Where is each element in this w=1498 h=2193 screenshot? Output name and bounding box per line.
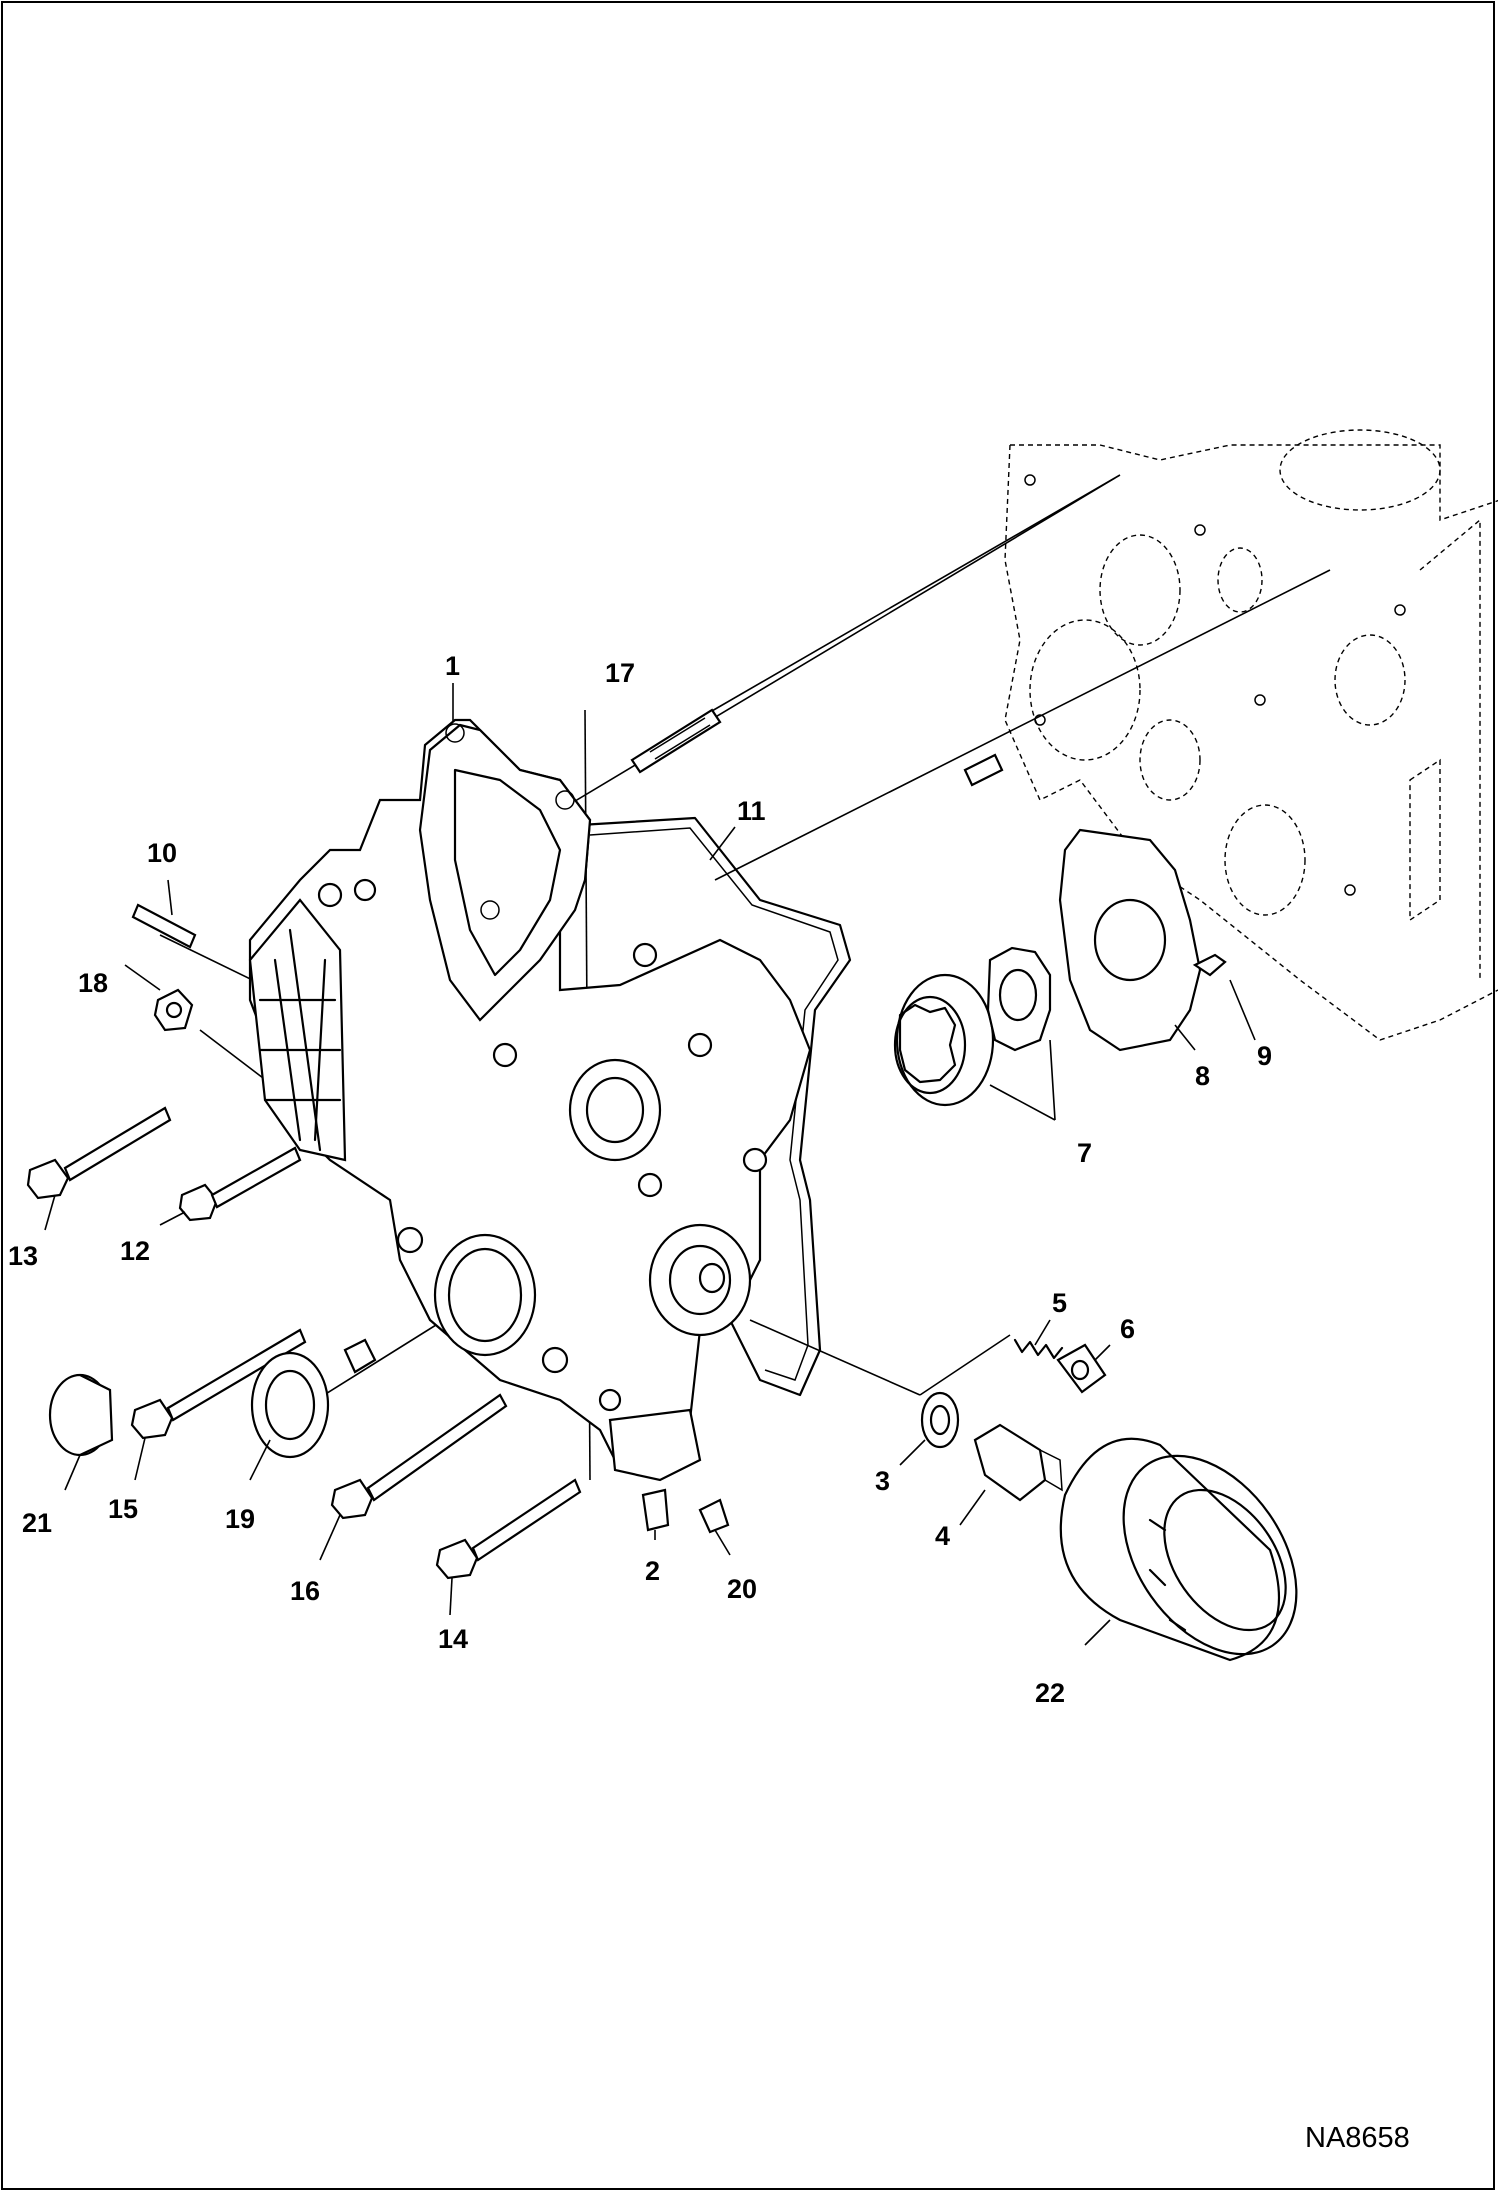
- oil-pump-rotors-7: [893, 946, 1052, 1107]
- callout-13: 13: [8, 1241, 38, 1271]
- callout-8: 8: [1195, 1061, 1210, 1091]
- callout-5: 5: [1052, 1288, 1067, 1318]
- figure-id: NA8658: [1305, 2122, 1410, 2154]
- relief-spring-5: [1013, 1338, 1064, 1360]
- nut-18: [153, 988, 194, 1032]
- callout-12: 12: [120, 1236, 150, 1266]
- front-cover-housing: [248, 718, 812, 1482]
- bolt-14: [435, 1478, 582, 1580]
- callout-10: 10: [147, 838, 177, 868]
- callout-1: 1: [445, 651, 460, 681]
- plug-21: [48, 1373, 114, 1457]
- callout-16: 16: [290, 1576, 320, 1606]
- bolt-small: [343, 1338, 377, 1374]
- callout-14: 14: [438, 1624, 468, 1654]
- stud-10: [131, 903, 197, 949]
- callout-19: 19: [225, 1504, 255, 1534]
- callout-6: 6: [1120, 1314, 1135, 1344]
- oil-filter-22: [1059, 1437, 1298, 1662]
- plug-6: [1056, 1343, 1107, 1394]
- oil-seal-19: [250, 1351, 330, 1459]
- washer-3: [920, 1391, 960, 1449]
- bolt-12: [178, 1146, 302, 1222]
- plug-2: [641, 1488, 670, 1532]
- pump-plate-8: [1058, 828, 1202, 1052]
- callout-2: 2: [645, 1556, 660, 1586]
- bolt-15: [130, 1328, 307, 1440]
- bolt-16: [330, 1393, 508, 1520]
- callout-21: 21: [22, 1508, 52, 1538]
- callout-15: 15: [108, 1494, 138, 1524]
- callout-4: 4: [935, 1521, 950, 1551]
- gasket-11: [578, 816, 852, 1397]
- callout-11: 11: [737, 796, 766, 826]
- callout-leaders: [44, 683, 1256, 1646]
- callout-17: 17: [605, 658, 635, 688]
- callout-20: 20: [727, 1574, 757, 1604]
- callout-9: 9: [1257, 1041, 1272, 1071]
- engine-block: [1004, 429, 1498, 1041]
- fitting-20: [698, 1498, 730, 1534]
- dowel-pin: [963, 753, 1004, 787]
- callout-7: 7: [1077, 1138, 1092, 1168]
- fitting-4: [973, 1423, 1063, 1502]
- callout-22: 22: [1035, 1678, 1065, 1708]
- callout-18: 18: [78, 968, 108, 998]
- bolt-13: [26, 1106, 172, 1200]
- callout-labels: 1 2 3 4 5 6 7 8 9 10 11 12 13 14 15 16 1…: [8, 651, 1272, 1708]
- callout-3: 3: [875, 1466, 890, 1496]
- stud-17: [630, 708, 722, 774]
- screw-9: [1192, 953, 1227, 977]
- vent-ribs: [258, 928, 342, 1152]
